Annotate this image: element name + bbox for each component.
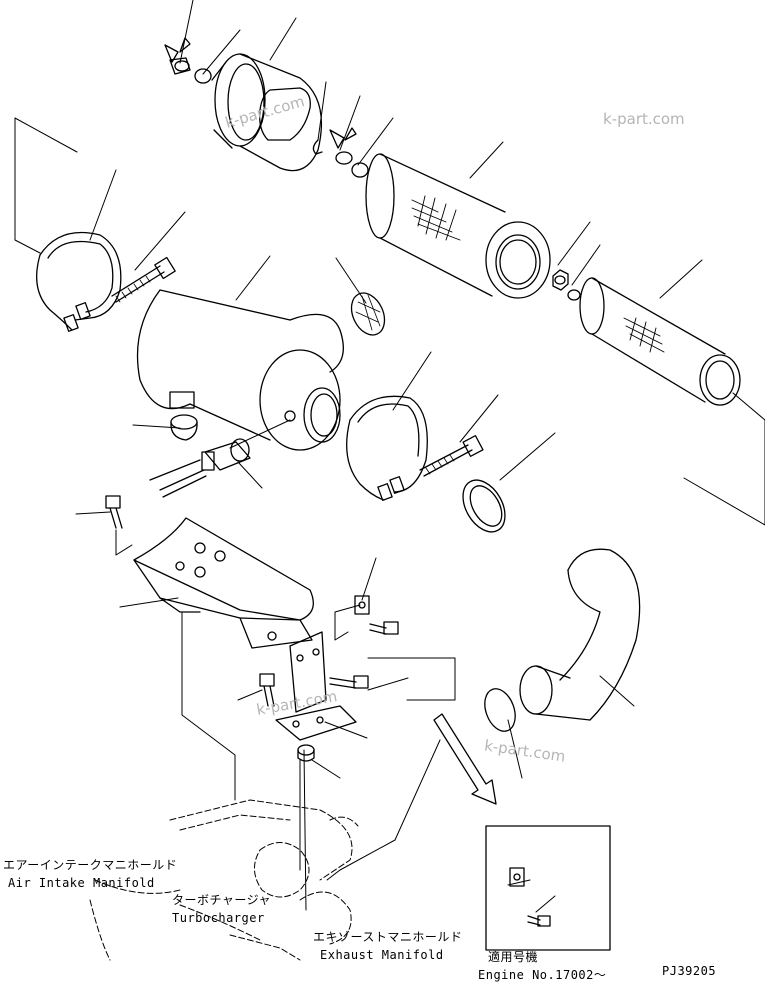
- label-applicable-jp: 適用号機: [488, 950, 539, 964]
- nut-part: [297, 744, 315, 762]
- washer-part: [351, 162, 369, 178]
- wing-bolt-part: [329, 127, 357, 165]
- bolt-part: [329, 675, 369, 689]
- washer-part: [567, 289, 581, 301]
- nut-part: [552, 269, 569, 291]
- vacuum-valve-part: [170, 414, 198, 441]
- label-intake-jp: エアーインテークマニホールド: [3, 858, 178, 872]
- hose-clamp-part: [484, 688, 516, 732]
- small-bracket-part: [354, 595, 370, 615]
- dust-indicator-part: [149, 438, 251, 498]
- hose-clamp-part: [462, 479, 506, 533]
- label-intake-en: Air Intake Manifold: [8, 876, 155, 890]
- label-exhaust-jp: エキゾーストマニホールド: [313, 930, 463, 944]
- elbow-hose-part: [519, 548, 641, 721]
- bracket-part: [133, 517, 314, 649]
- inset-box: [485, 825, 611, 951]
- watermark: k-part.com: [603, 110, 685, 128]
- label-engine-no: Engine No.17002〜: [478, 968, 607, 982]
- long-bolt-part: [111, 256, 176, 303]
- clip-part: [312, 139, 323, 155]
- callout-arrow: [433, 713, 497, 805]
- label-turbo-en: Turbocharger: [172, 911, 265, 925]
- drawing-code: PJ39205: [662, 964, 717, 978]
- mounting-band-part: [36, 231, 122, 332]
- cleaner-cover-part: [211, 53, 323, 172]
- long-bolt-part: [419, 435, 484, 477]
- bolt-part: [369, 621, 399, 635]
- mounting-band-part: [346, 395, 428, 501]
- outer-element-part: [365, 153, 551, 299]
- label-turbo-jp: ターボチャージャ: [172, 893, 272, 907]
- support-stay-part: [275, 631, 357, 741]
- inner-element-part: [579, 277, 741, 406]
- bolt-part: [105, 495, 123, 529]
- wing-bolt-part: [164, 37, 191, 75]
- bolt-part: [259, 673, 275, 707]
- label-exhaust-en: Exhaust Manifold: [320, 948, 444, 962]
- mesh-cap-part: [350, 292, 386, 336]
- air-cleaner-body-part: [136, 289, 344, 451]
- engine-outline: [89, 799, 359, 961]
- leader-lines: [14, 0, 765, 913]
- washer-part: [194, 68, 212, 84]
